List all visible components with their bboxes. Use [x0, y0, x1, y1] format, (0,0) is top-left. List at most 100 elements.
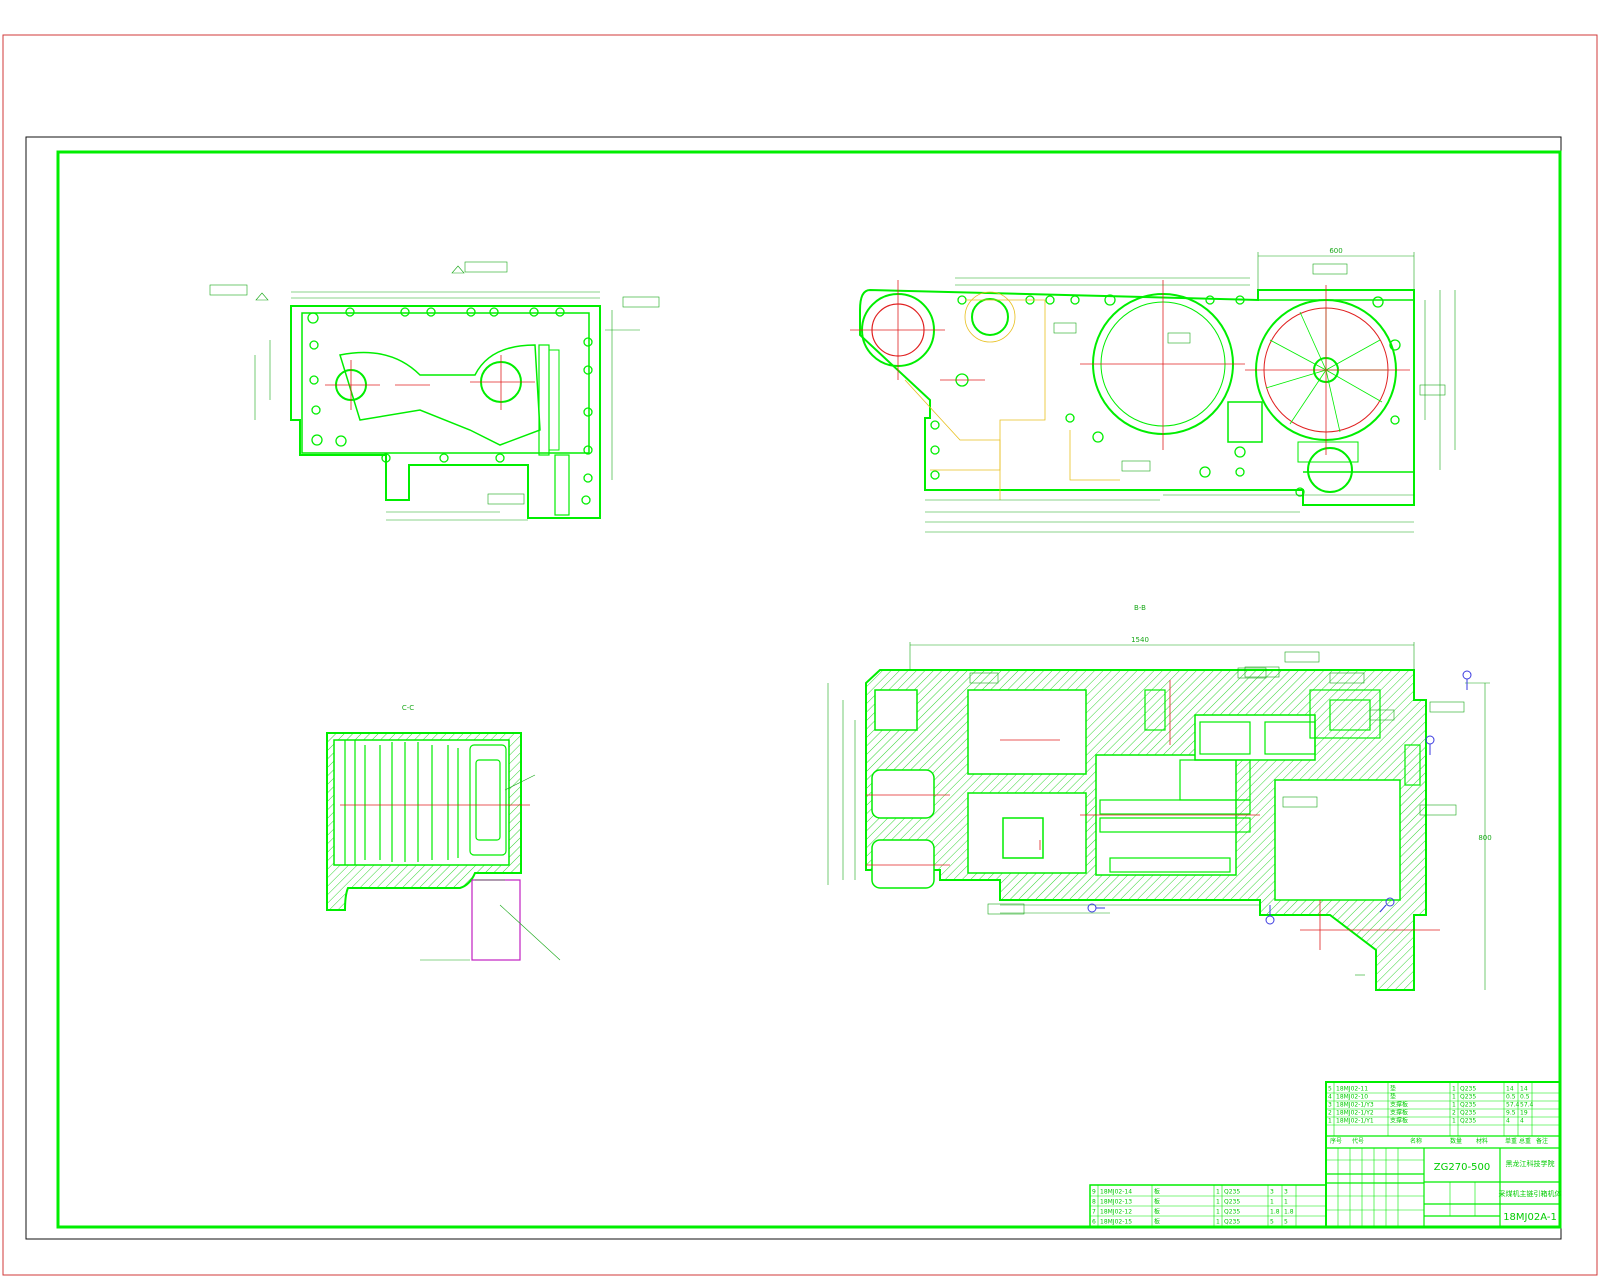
parts-cell-w2: 3 [1284, 1189, 1288, 1196]
drawing-frame-border [56, 150, 1562, 1229]
datum-markers [1087, 670, 1472, 925]
parts-cell-name: 板 [1154, 1218, 1160, 1226]
overall-length-dimension: 1540 [1131, 636, 1149, 644]
parts-cell-code: 18MJ02-11 [1336, 1086, 1368, 1093]
parts-cell-code: 18MJ02-14 [1100, 1189, 1132, 1196]
parts-cell-mat: Q235 [1224, 1199, 1240, 1206]
parts-cell-mat: Q235 [1460, 1102, 1476, 1109]
parts-cell-qty: 1 [1452, 1094, 1456, 1101]
parts-cell-code: 18MJ02-12 [1100, 1209, 1132, 1216]
parts-cell-w2: 0.5 [1520, 1094, 1530, 1101]
side-view-left-centerlines [325, 355, 535, 410]
parts-cell-w2: 14 [1520, 1086, 1528, 1093]
parts-cell-w1: 0.5 [1506, 1094, 1516, 1101]
header-label: 备注 [1536, 1137, 1548, 1145]
header-label: 名称 [1410, 1137, 1422, 1145]
plan-view-centerlines [850, 280, 1410, 455]
parts-cell-name: 板 [1154, 1188, 1160, 1196]
parts-cell-name: 垫 [1390, 1093, 1396, 1101]
parts-cell-w2: 5 [1284, 1219, 1288, 1226]
plan-height-dimension: 800 [1478, 834, 1491, 842]
section-c-view [326, 732, 561, 961]
drawing-number: 18MJ02A-1 [1503, 1212, 1557, 1223]
parts-cell-mat: Q235 [1224, 1189, 1240, 1196]
parts-cell-mat: Q235 [1224, 1209, 1240, 1216]
parts-cell-qty: 1 [1452, 1086, 1456, 1093]
side-view-left-dimensions [209, 261, 660, 521]
plan-width-dimension: 600 [1329, 247, 1342, 255]
header-label: 材料 [1476, 1137, 1488, 1145]
parts-cell-name: 支撑板 [1390, 1109, 1408, 1117]
parts-cell-no: 7 [1092, 1209, 1096, 1216]
parts-cell-w2: 1 [1284, 1199, 1288, 1206]
parts-cell-w1: 57.4 [1506, 1102, 1520, 1109]
plan-view-hidden-lines [904, 291, 1120, 500]
plan-view-dimensions [925, 252, 1456, 533]
school-name: 黑龙江科技学院 [1506, 1159, 1555, 1168]
parts-cell-no: 9 [1092, 1189, 1096, 1196]
plan-view-right [859, 288, 1415, 506]
header-label: 代号 [1352, 1137, 1364, 1145]
parts-cell-w1: 5 [1270, 1219, 1274, 1226]
parts-cell-no: 8 [1092, 1199, 1096, 1206]
header-label: 总重 [1519, 1137, 1531, 1145]
parts-cell-no: 2 [1328, 1110, 1332, 1117]
parts-cell-w1: 4 [1506, 1118, 1510, 1125]
header-label: 数量 [1450, 1137, 1462, 1145]
parts-cell-w1: 1.8 [1270, 1209, 1280, 1216]
parts-cell-w2: 1.8 [1284, 1209, 1294, 1216]
parts-cell-name: 板 [1154, 1198, 1160, 1206]
parts-cell-w2: 57.4 [1520, 1102, 1534, 1109]
section-b-label: B-B [1134, 604, 1146, 612]
section-c-label: C-C [402, 704, 414, 712]
outer-sheet-border [2, 34, 1598, 1276]
parts-cell-mat: Q235 [1224, 1219, 1240, 1226]
parts-cell-code: 18MJ02-1/Y3 [1336, 1102, 1374, 1109]
title-block-text: ZG270-500 黑龙江科技学院 采煤机主链引箱机体 18MJ02A-1 序号… [1330, 1137, 1562, 1223]
parts-cell-name: 支撑板 [1390, 1117, 1408, 1125]
parts-cell-no: 5 [1328, 1086, 1332, 1093]
parts-cell-w1: 3 [1270, 1189, 1274, 1196]
parts-cell-qty: 1 [1216, 1189, 1220, 1196]
parts-cell-qty: 2 [1452, 1110, 1456, 1117]
section-b-view [865, 669, 1440, 991]
parts-cell-code: 18MJ02-15 [1100, 1219, 1132, 1226]
drawing-code: ZG270-500 [1434, 1162, 1490, 1173]
parts-cell-no: 4 [1328, 1094, 1332, 1101]
parts-cell-no: 6 [1092, 1219, 1096, 1226]
parts-cell-code: 18MJ02-1/Y1 [1336, 1118, 1374, 1125]
parts-cell-name: 支撑板 [1390, 1101, 1408, 1109]
parts-cell-code: 18MJ02-1/Y2 [1336, 1110, 1374, 1117]
parts-cell-w1: 1 [1270, 1199, 1274, 1206]
parts-cell-qty: 1 [1216, 1209, 1220, 1216]
parts-cell-qty: 1 [1216, 1199, 1220, 1206]
parts-cell-no: 1 [1328, 1118, 1332, 1125]
title-block [1325, 1081, 1561, 1228]
parts-list-lower [1089, 1184, 1327, 1228]
parts-cell-mat: Q235 [1460, 1110, 1476, 1117]
parts-cell-no: 3 [1328, 1102, 1332, 1109]
section-b-dimensions [827, 642, 1490, 990]
parts-cell-name: 垫 [1390, 1085, 1396, 1093]
parts-cell-qty: 1 [1452, 1102, 1456, 1109]
parts-cell-w2: 19 [1520, 1110, 1528, 1117]
parts-cell-w1: 14 [1506, 1086, 1514, 1093]
parts-cell-w1: 9.5 [1506, 1110, 1516, 1117]
side-view-left [290, 305, 601, 519]
header-label: 单重 [1505, 1137, 1517, 1145]
parts-cell-qty: 1 [1216, 1219, 1220, 1226]
parts-cell-code: 18MJ02-13 [1100, 1199, 1132, 1206]
parts-cell-code: 18MJ02-10 [1336, 1094, 1368, 1101]
header-label: 序号 [1330, 1137, 1342, 1145]
parts-cell-qty: 1 [1452, 1118, 1456, 1125]
parts-cell-mat: Q235 [1460, 1118, 1476, 1125]
parts-cell-w2: 4 [1520, 1118, 1524, 1125]
parts-cell-mat: Q235 [1460, 1086, 1476, 1093]
parts-cell-mat: Q235 [1460, 1094, 1476, 1101]
parts-cell-name: 板 [1154, 1208, 1160, 1216]
part-name: 采煤机主链引箱机体 [1499, 1189, 1562, 1198]
